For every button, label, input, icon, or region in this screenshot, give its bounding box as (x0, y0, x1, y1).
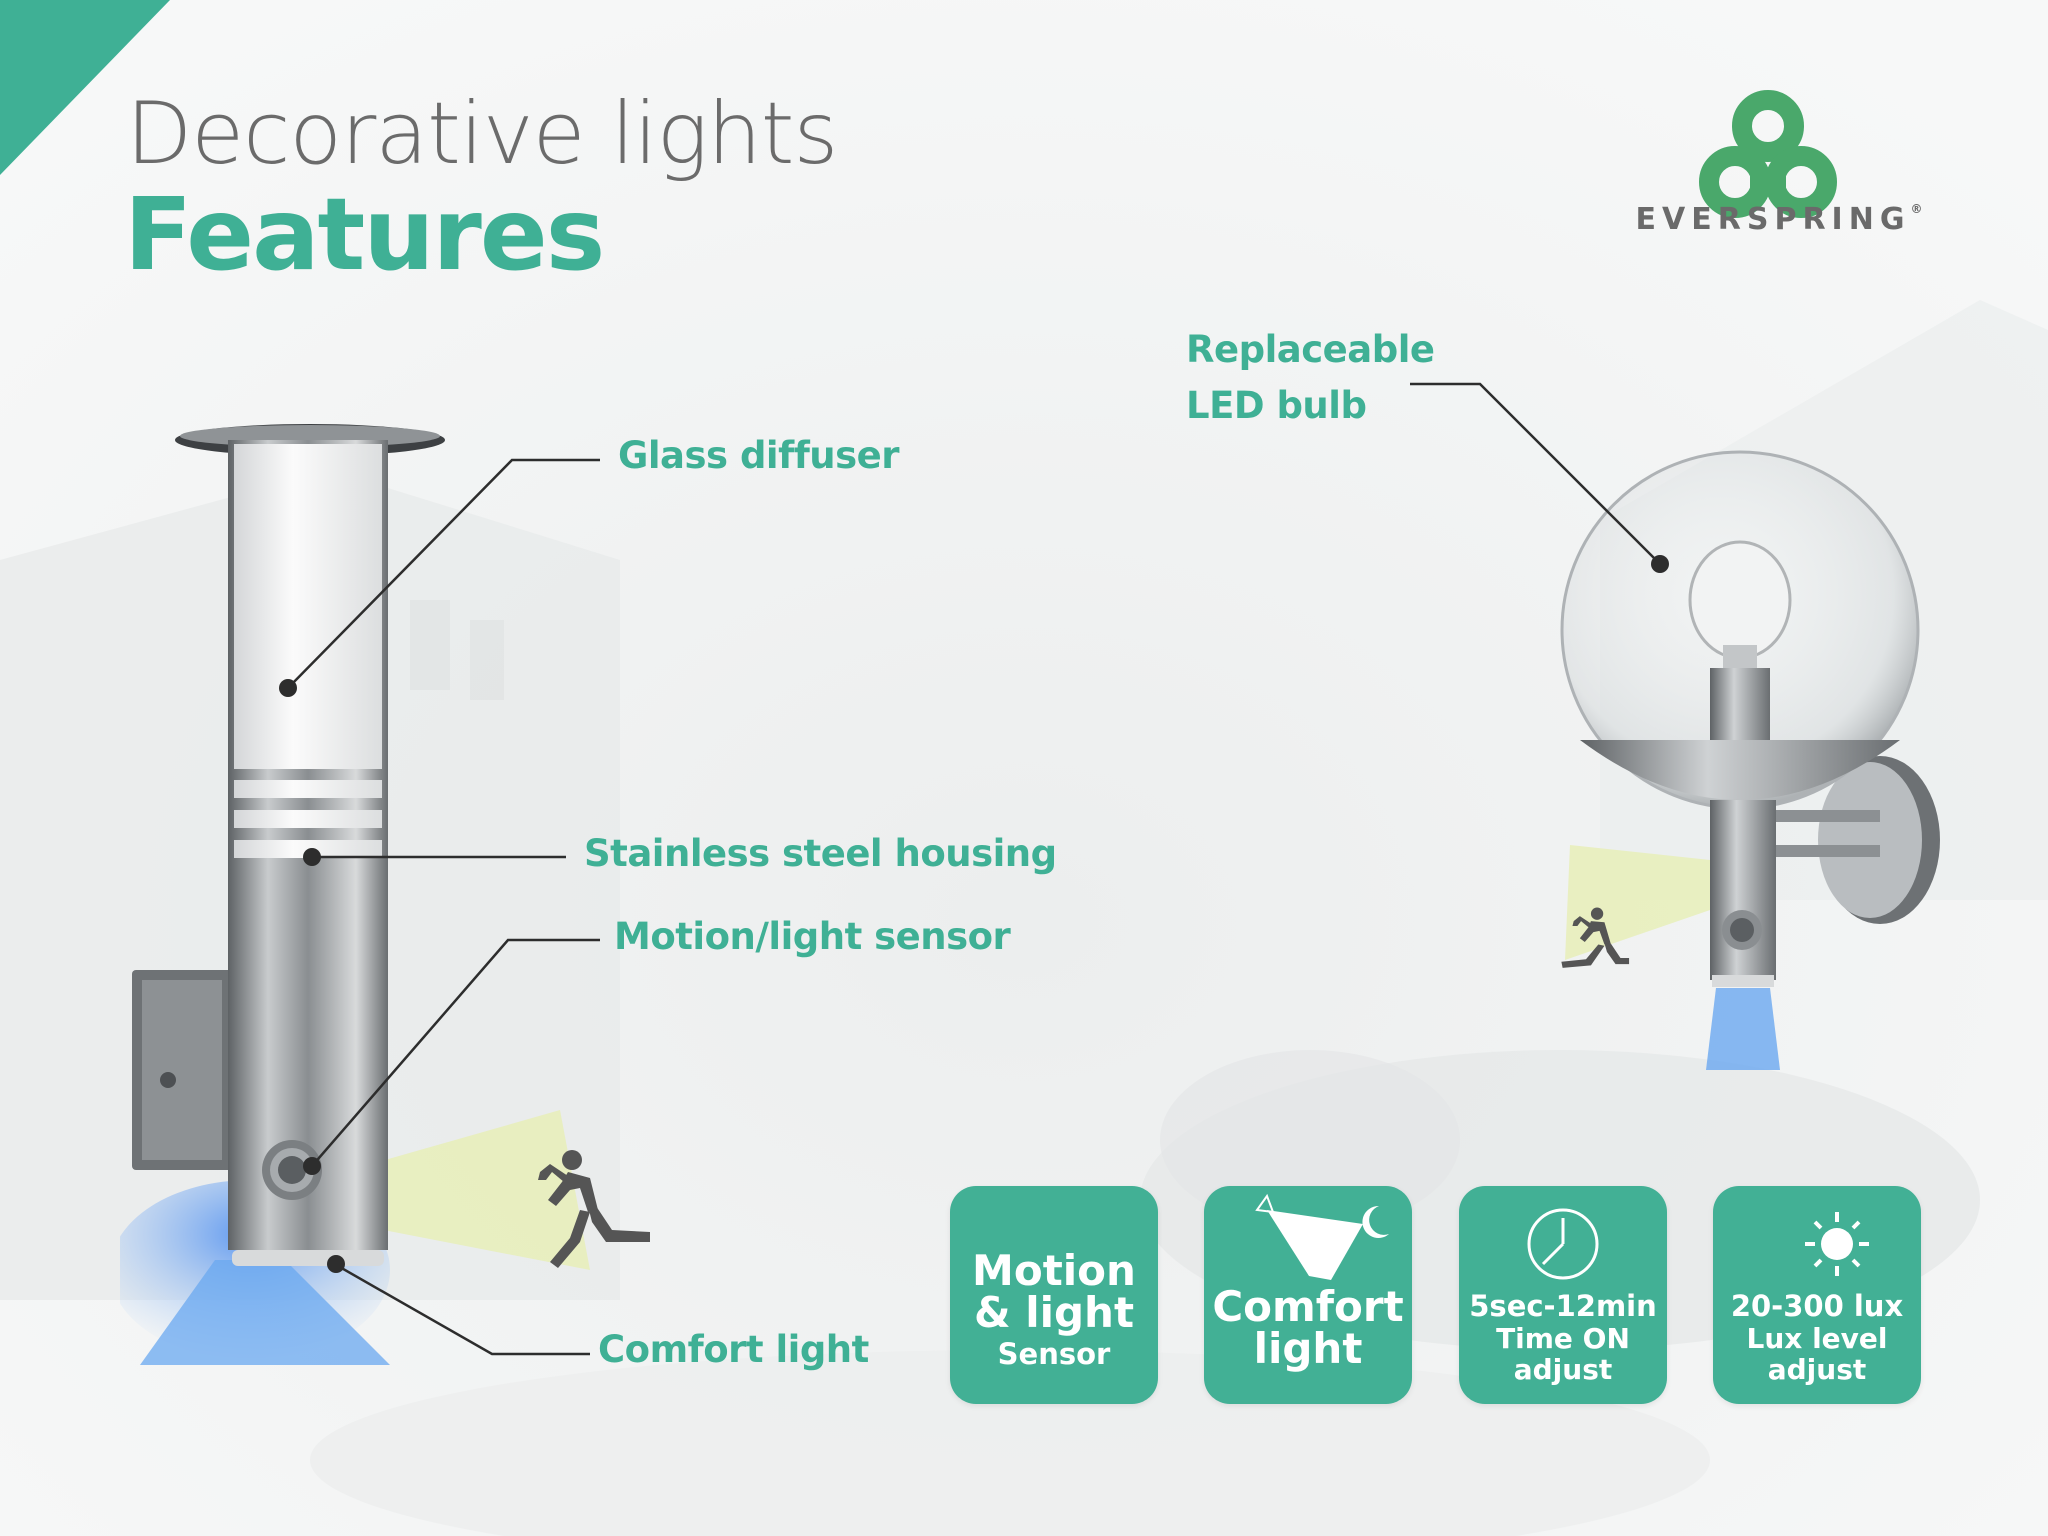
tile-time-line3: adjust (1513, 1353, 1613, 1386)
callout-glass-diffuser: Glass diffuser (618, 434, 900, 477)
feature-tile-comfort-light: Comfort light (1204, 1186, 1412, 1404)
feature-tile-lux-level: 20-300 lux Lux level adjust (1713, 1186, 1921, 1404)
tile-comfort-line1: Comfort (1212, 1282, 1404, 1331)
everspring-logo-icon (1699, 90, 1837, 218)
clock-icon (1527, 1208, 1599, 1280)
tile-motion-line3: Sensor (997, 1337, 1111, 1371)
feature-tile-motion-sensor: Motion & light Sensor (950, 1186, 1158, 1404)
tile-motion-line1: Motion (972, 1246, 1136, 1295)
callout-motion-sensor: Motion/light sensor (614, 915, 1011, 958)
page-subtitle: Decorative lights (126, 84, 838, 184)
moon-sun-icon (1773, 1212, 1869, 1276)
feature-tile-time-on: 5sec-12min Time ON adjust (1459, 1186, 1667, 1404)
page-title: Features (124, 176, 605, 293)
tile-lux-line2: Lux level (1746, 1322, 1888, 1355)
running-person-icon-small (1561, 907, 1630, 968)
running-person-icon (538, 1150, 650, 1268)
callout-replaceable-line1: Replaceable (1186, 328, 1435, 371)
tile-time-line1: 5sec-12min (1469, 1289, 1657, 1323)
brand-name: EVERSPRING® (1614, 202, 1944, 237)
corner-accent (0, 0, 170, 175)
tile-motion-line2: & light (973, 1288, 1135, 1337)
callout-stainless-housing: Stainless steel housing (584, 832, 1057, 875)
callout-comfort-light: Comfort light (598, 1328, 869, 1371)
tile-lux-line1: 20-300 lux (1730, 1289, 1904, 1323)
brand-wordmark: EVERSPRING (1635, 202, 1911, 237)
lamp-moon-icon (1255, 1193, 1389, 1280)
tile-comfort-line2: light (1253, 1324, 1363, 1373)
tile-lux-line3: adjust (1767, 1353, 1867, 1386)
tile-time-line2: Time ON (1496, 1322, 1630, 1355)
globe-wall-lamp (1560, 450, 1940, 1070)
registered-mark: ® (1910, 202, 1923, 216)
callout-replaceable-bulb: Replaceable LED bulb (1186, 322, 1435, 434)
callout-replaceable-line2: LED bulb (1186, 384, 1367, 427)
